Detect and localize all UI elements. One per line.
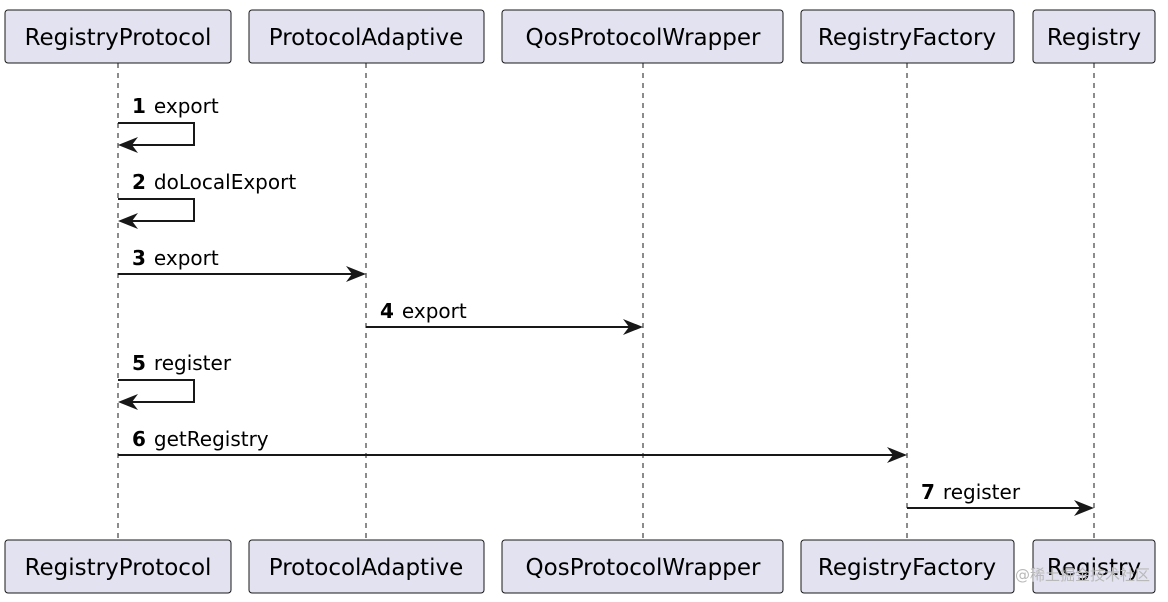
participant-label: RegistryProtocol xyxy=(25,25,212,51)
arrowhead xyxy=(118,394,138,410)
message-number: 7 xyxy=(921,480,935,504)
participant-box-bottom-4: Registry xyxy=(1032,539,1156,594)
self-message-arrow xyxy=(118,122,195,146)
message-label: 3 export xyxy=(132,246,219,270)
participant-label: Registry xyxy=(1047,555,1141,581)
participant-rect xyxy=(800,539,1015,594)
message-number: 1 xyxy=(132,94,146,118)
message-text: export xyxy=(154,94,219,118)
message-label: 2 doLocalExport xyxy=(132,170,296,194)
participant-rect xyxy=(1032,539,1156,594)
message-7: 7 register xyxy=(907,480,1094,516)
message-2: 2 doLocalExport xyxy=(118,170,296,229)
participant-box-bottom-0: RegistryProtocol xyxy=(4,539,232,594)
participant-label: RegistryProtocol xyxy=(25,555,212,581)
participant-box-top-3: RegistryFactory xyxy=(800,9,1015,64)
arrowhead xyxy=(887,447,907,463)
message-text: export xyxy=(402,299,467,323)
participant-box-top-1: ProtocolAdaptive xyxy=(248,9,485,64)
participant-rect xyxy=(248,539,485,594)
participant-label: ProtocolAdaptive xyxy=(269,555,463,581)
message-number: 3 xyxy=(132,246,146,270)
participant-label: RegistryFactory xyxy=(818,555,996,581)
message-label: 7 register xyxy=(921,480,1021,504)
arrowhead xyxy=(623,319,643,335)
message-label: 4 export xyxy=(380,299,467,323)
participant-box-top-4: Registry xyxy=(1032,9,1156,64)
message-1: 1 export xyxy=(118,94,219,153)
watermark-text: @稀土掘金技术社区 xyxy=(1015,566,1150,584)
participant-box-bottom-2: QosProtocolWrapper xyxy=(501,539,784,594)
arrowhead xyxy=(346,266,366,282)
self-message-arrow xyxy=(118,379,195,403)
participant-rect xyxy=(501,539,784,594)
participant-box-bottom-3: RegistryFactory xyxy=(800,539,1015,594)
participant-rect xyxy=(248,9,485,64)
message-6: 6 getRegistry xyxy=(118,427,907,463)
participant-rect xyxy=(501,9,784,64)
message-number: 2 xyxy=(132,170,146,194)
message-number: 5 xyxy=(132,351,146,375)
arrowhead xyxy=(1074,500,1094,516)
message-text: register xyxy=(943,480,1021,504)
participant-label: ProtocolAdaptive xyxy=(269,25,463,51)
message-3: 3 export xyxy=(118,246,366,282)
arrowhead xyxy=(118,213,138,229)
message-number: 4 xyxy=(380,299,394,323)
message-text: register xyxy=(154,351,232,375)
self-message-arrow xyxy=(118,198,195,222)
message-label: 1 export xyxy=(132,94,219,118)
participant-label: QosProtocolWrapper xyxy=(526,25,761,51)
message-text: getRegistry xyxy=(154,427,269,451)
message-label: 5 register xyxy=(132,351,232,375)
message-5: 5 register xyxy=(118,351,232,410)
arrowhead xyxy=(118,137,138,153)
participant-label: QosProtocolWrapper xyxy=(526,555,761,581)
participant-box-top-0: RegistryProtocol xyxy=(4,9,232,64)
participant-box-top-2: QosProtocolWrapper xyxy=(501,9,784,64)
participant-label: Registry xyxy=(1047,25,1141,51)
participant-box-bottom-1: ProtocolAdaptive xyxy=(248,539,485,594)
message-text: doLocalExport xyxy=(154,170,296,194)
message-text: export xyxy=(154,246,219,270)
participant-rect xyxy=(4,539,232,594)
message-number: 6 xyxy=(132,427,146,451)
message-label: 6 getRegistry xyxy=(132,427,269,451)
message-4: 4 export xyxy=(366,299,643,335)
participant-rect xyxy=(4,9,232,64)
participant-label: RegistryFactory xyxy=(818,25,996,51)
participant-rect xyxy=(800,9,1015,64)
participant-rect xyxy=(1032,9,1156,64)
